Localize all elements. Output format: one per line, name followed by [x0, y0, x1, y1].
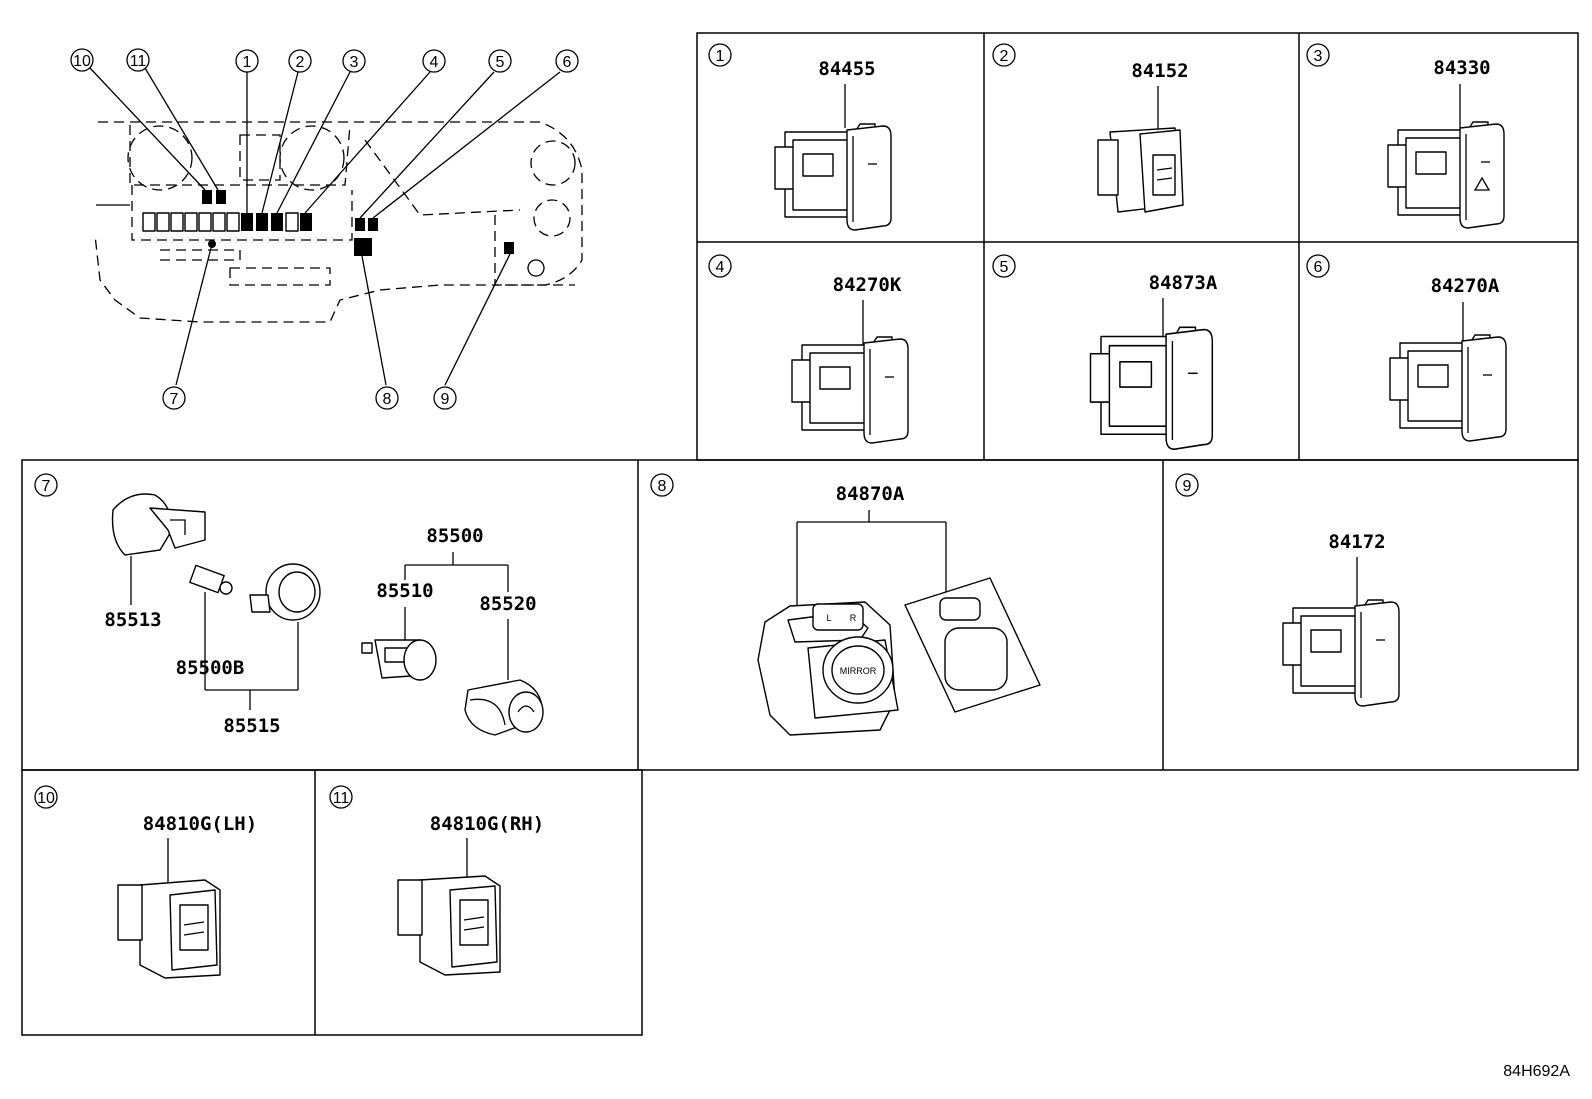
svg-text:7: 7	[42, 478, 51, 495]
svg-text:9: 9	[441, 391, 450, 408]
bulb-85500B-icon	[189, 564, 233, 595]
panel-4: 4 84270K	[708, 254, 909, 444]
ring-85515-icon	[249, 563, 321, 621]
part-85510: 85510	[376, 580, 433, 602]
panel-6: 6 84270A	[1306, 254, 1507, 442]
panel-11: 11 84810G(RH)	[329, 785, 544, 976]
mirror-knob-label: MIRROR	[840, 666, 877, 676]
plug-85520-icon	[464, 679, 544, 736]
callout-7: 7	[162, 386, 186, 410]
svg-text:6: 6	[563, 54, 572, 71]
svg-text:2: 2	[296, 54, 305, 71]
part-85513: 85513	[104, 609, 161, 631]
part-84152: 84152	[1131, 60, 1188, 82]
svg-text:11: 11	[130, 53, 147, 70]
mirror-bezel-icon	[904, 577, 1041, 713]
middle-row	[21, 459, 1579, 771]
panel-2: 2 84152	[992, 43, 1189, 213]
callout-1: 1	[235, 49, 259, 73]
mirror-r-label: R	[850, 613, 857, 623]
callout-3: 3	[342, 49, 366, 73]
svg-text:9: 9	[1183, 478, 1192, 495]
svg-text:2: 2	[1000, 48, 1009, 65]
part-85500: 85500	[426, 525, 483, 547]
lighter-85510-icon	[361, 639, 437, 681]
switch-84172-icon	[1282, 599, 1400, 707]
svg-text:7: 7	[170, 391, 179, 408]
switch-84810G-LH-icon	[117, 879, 221, 979]
overview-callouts: 10 11 1 2 3 4 5 6 7 8 9	[70, 48, 579, 410]
diagram-ref-code: 84H692A	[1503, 1063, 1570, 1080]
svg-text:8: 8	[658, 478, 667, 495]
callout-9: 9	[433, 386, 457, 410]
panel-5: 5 84873A	[992, 254, 1218, 451]
callout-6: 6	[555, 49, 579, 73]
part-84455: 84455	[818, 58, 875, 80]
switch-84152-icon	[1097, 127, 1184, 213]
panel-3: 3 84330	[1306, 43, 1505, 229]
part-84330: 84330	[1433, 57, 1490, 79]
panel-10: 10 84810G(LH)	[34, 785, 257, 979]
svg-text:5: 5	[496, 54, 505, 71]
dashboard-overview	[89, 67, 583, 386]
callout-2: 2	[288, 49, 312, 73]
callout-11: 11	[126, 48, 150, 72]
callout-5: 5	[488, 49, 512, 73]
bottom-row	[21, 769, 643, 1036]
socket-85513-icon	[111, 493, 206, 556]
svg-text:10: 10	[37, 790, 55, 807]
svg-text:4: 4	[716, 259, 725, 276]
part-84810G-LH: 84810G(LH)	[143, 813, 257, 835]
svg-text:5: 5	[1000, 259, 1009, 276]
part-84270A: 84270A	[1431, 275, 1500, 297]
part-84172: 84172	[1328, 531, 1385, 553]
svg-text:8: 8	[383, 391, 392, 408]
svg-text:6: 6	[1314, 259, 1323, 276]
callout-4: 4	[422, 49, 446, 73]
part-85515: 85515	[223, 715, 280, 737]
callout-10: 10	[70, 48, 94, 72]
panel-1: 1 84455	[708, 43, 892, 231]
switch-84810G-RH-icon	[397, 875, 501, 976]
panel-8: 8 84870A L R MIRROR	[650, 473, 1041, 736]
switch-84330-icon	[1387, 121, 1505, 229]
part-84270K: 84270K	[833, 274, 902, 296]
part-85520: 85520	[479, 593, 536, 615]
svg-text:1: 1	[243, 54, 252, 71]
switch-84270K-icon	[791, 336, 909, 444]
svg-text:3: 3	[350, 54, 359, 71]
svg-text:10: 10	[73, 53, 91, 70]
panel-9: 9 84172	[1175, 473, 1400, 707]
switch-84873A-icon	[1089, 326, 1214, 451]
switch-84455-icon	[774, 123, 892, 231]
svg-text:3: 3	[1314, 48, 1323, 65]
part-84873A: 84873A	[1149, 272, 1218, 294]
part-85500B: 85500B	[176, 657, 245, 679]
callout-8: 8	[375, 386, 399, 410]
panel-7: 7 85513 85500B 85515 85500 85	[34, 473, 544, 737]
switch-84270A-icon	[1389, 334, 1507, 442]
mirror-switch-assembly-icon: L R MIRROR	[757, 601, 899, 736]
svg-text:11: 11	[333, 790, 350, 807]
part-84870A: 84870A	[836, 483, 905, 505]
svg-text:4: 4	[430, 54, 439, 71]
part-84810G-RH: 84810G(RH)	[430, 813, 544, 835]
mirror-l-label: L	[826, 613, 831, 623]
panel-1-number: 1	[716, 48, 725, 65]
